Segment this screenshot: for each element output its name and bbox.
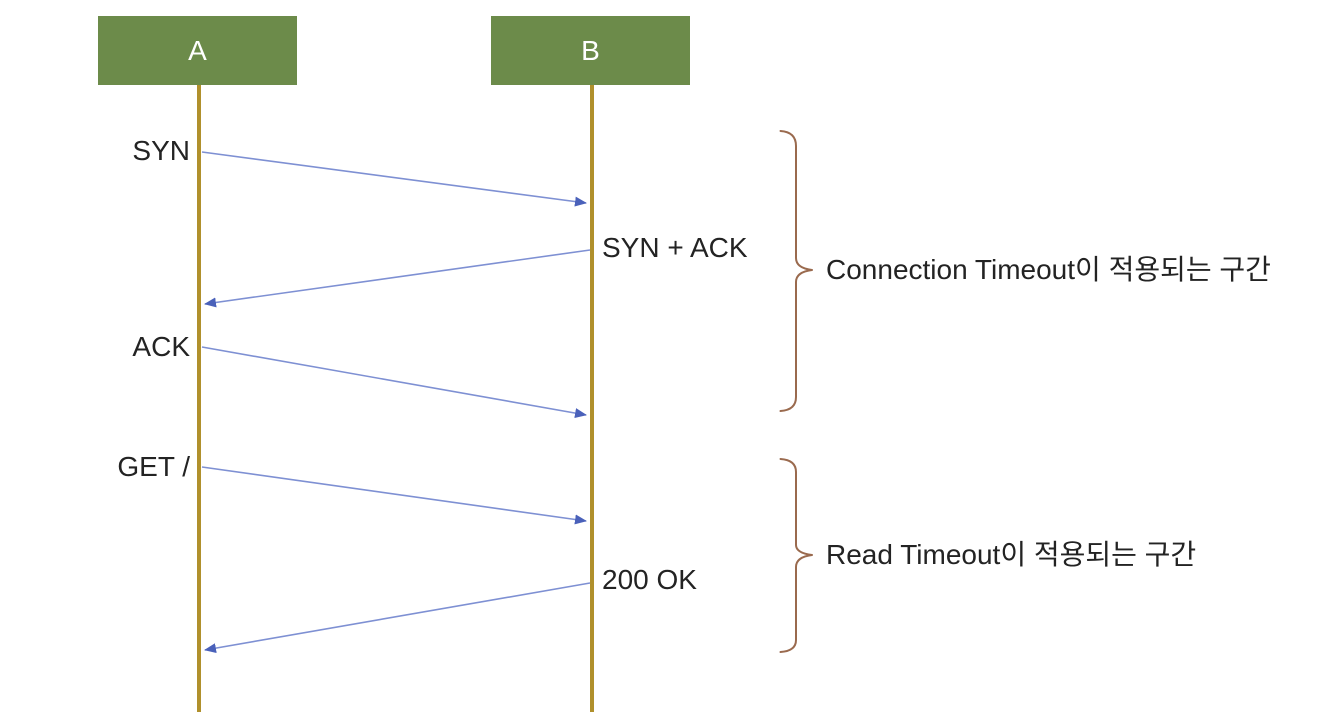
message-label-syn-ack: SYN + ACK bbox=[602, 232, 748, 263]
message-label-get: GET / bbox=[117, 451, 190, 482]
annotation-connection-timeout: Connection Timeout이 적용되는 구간 bbox=[826, 254, 1271, 285]
brace-connection-timeout bbox=[779, 130, 813, 412]
actor-b-label: B bbox=[581, 34, 600, 66]
arrow-ack bbox=[201, 346, 587, 419]
actor-a-label: A bbox=[188, 34, 207, 66]
actor-box-b: B bbox=[491, 16, 690, 85]
arrow-syn bbox=[201, 151, 587, 207]
actor-box-a: A bbox=[98, 16, 297, 85]
message-label-ack: ACK bbox=[132, 331, 190, 362]
arrow-200-ok bbox=[204, 582, 591, 654]
arrow-get bbox=[201, 466, 587, 525]
annotation-read-timeout: Read Timeout이 적용되는 구간 bbox=[826, 539, 1197, 570]
arrow-syn-ack bbox=[204, 249, 591, 308]
message-label-syn: SYN bbox=[132, 135, 190, 166]
message-label-200-ok: 200 OK bbox=[602, 564, 697, 595]
brace-read-timeout bbox=[779, 458, 813, 653]
